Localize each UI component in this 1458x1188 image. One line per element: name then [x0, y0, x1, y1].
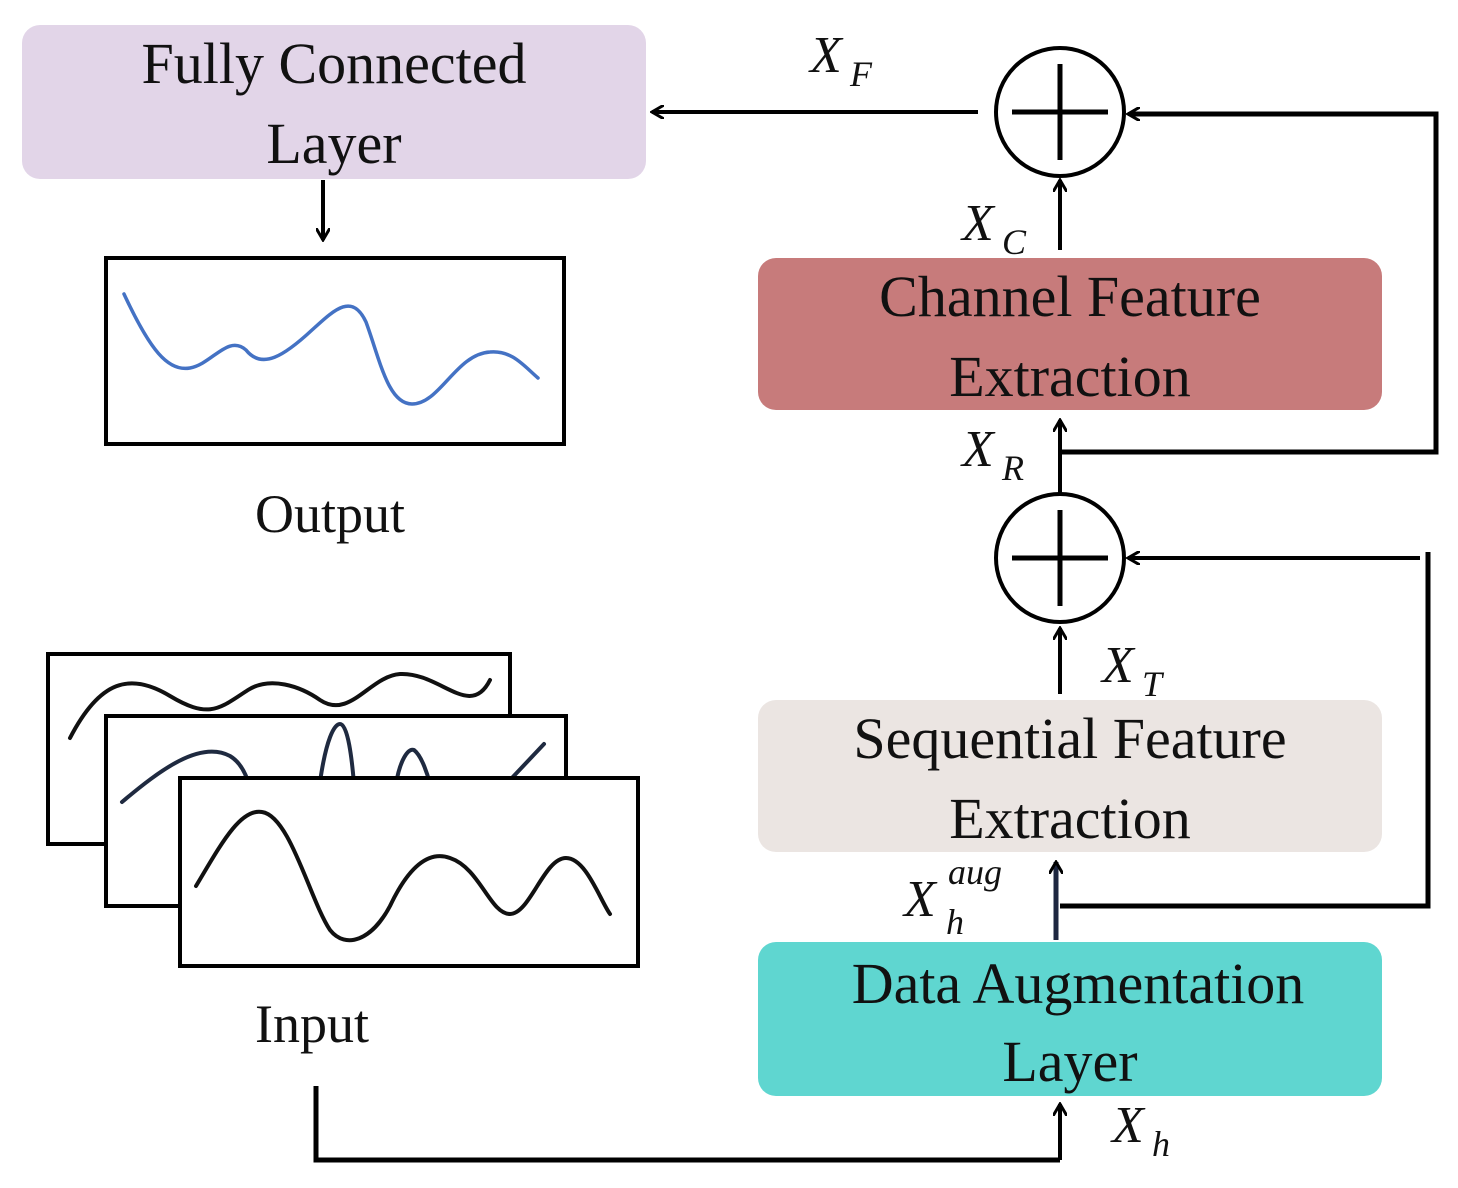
- svg-text:F: F: [849, 54, 873, 94]
- var-xr: X R: [960, 421, 1024, 488]
- bottom-adder-icon: [994, 492, 1126, 624]
- svg-text:X: X: [1100, 637, 1136, 694]
- top-adder-icon: [994, 46, 1126, 178]
- svg-text:X: X: [808, 27, 844, 84]
- channel-feature-extraction-block: Channel Feature Extraction: [758, 258, 1382, 410]
- input-line: [313, 1086, 1060, 1163]
- var-xh-aug: X h aug: [902, 852, 1002, 942]
- var-xc: X C: [960, 195, 1027, 262]
- data-augmentation-block: Data Augmentation Layer: [758, 942, 1382, 1096]
- svg-text:X: X: [1110, 1097, 1146, 1154]
- input-waveform-2: [120, 721, 546, 812]
- input-waveform-1: [68, 671, 492, 740]
- cfe-label-line1: Channel Feature: [879, 264, 1261, 329]
- residual-bottom-line: [1060, 552, 1431, 909]
- sfe-label-line2: Extraction: [949, 786, 1191, 851]
- fully-connected-block: Fully Connected Layer: [22, 25, 646, 179]
- dal-label-line1: Data Augmentation: [852, 951, 1305, 1016]
- svg-text:h: h: [946, 902, 964, 942]
- svg-text:R: R: [1001, 448, 1024, 488]
- svg-text:X: X: [960, 195, 996, 252]
- output-waveform: [122, 292, 540, 406]
- output-plot: [104, 256, 566, 446]
- var-xh: X h: [1110, 1097, 1170, 1164]
- input-plot-front: [178, 776, 640, 968]
- fc-label-line2: Layer: [266, 111, 401, 176]
- svg-text:h: h: [1152, 1124, 1170, 1164]
- input-label: Input: [255, 994, 369, 1054]
- residual-top-line: [1060, 111, 1439, 455]
- svg-text:X: X: [902, 871, 938, 928]
- svg-text:aug: aug: [948, 852, 1002, 892]
- svg-text:X: X: [960, 421, 996, 478]
- cfe-label-line2: Extraction: [949, 344, 1191, 409]
- input-waveform-3: [194, 809, 612, 943]
- var-xf: X F: [808, 27, 873, 94]
- svg-text:T: T: [1142, 664, 1165, 704]
- sfe-label-line1: Sequential Feature: [853, 706, 1286, 771]
- fc-label-line1: Fully Connected: [141, 31, 526, 96]
- sequential-feature-extraction-block: Sequential Feature Extraction: [758, 700, 1382, 852]
- dal-label-line2: Layer: [1002, 1029, 1137, 1094]
- var-xt: X T: [1100, 637, 1165, 704]
- output-label: Output: [255, 484, 405, 544]
- svg-text:C: C: [1002, 222, 1027, 262]
- connectors: [313, 111, 1439, 1163]
